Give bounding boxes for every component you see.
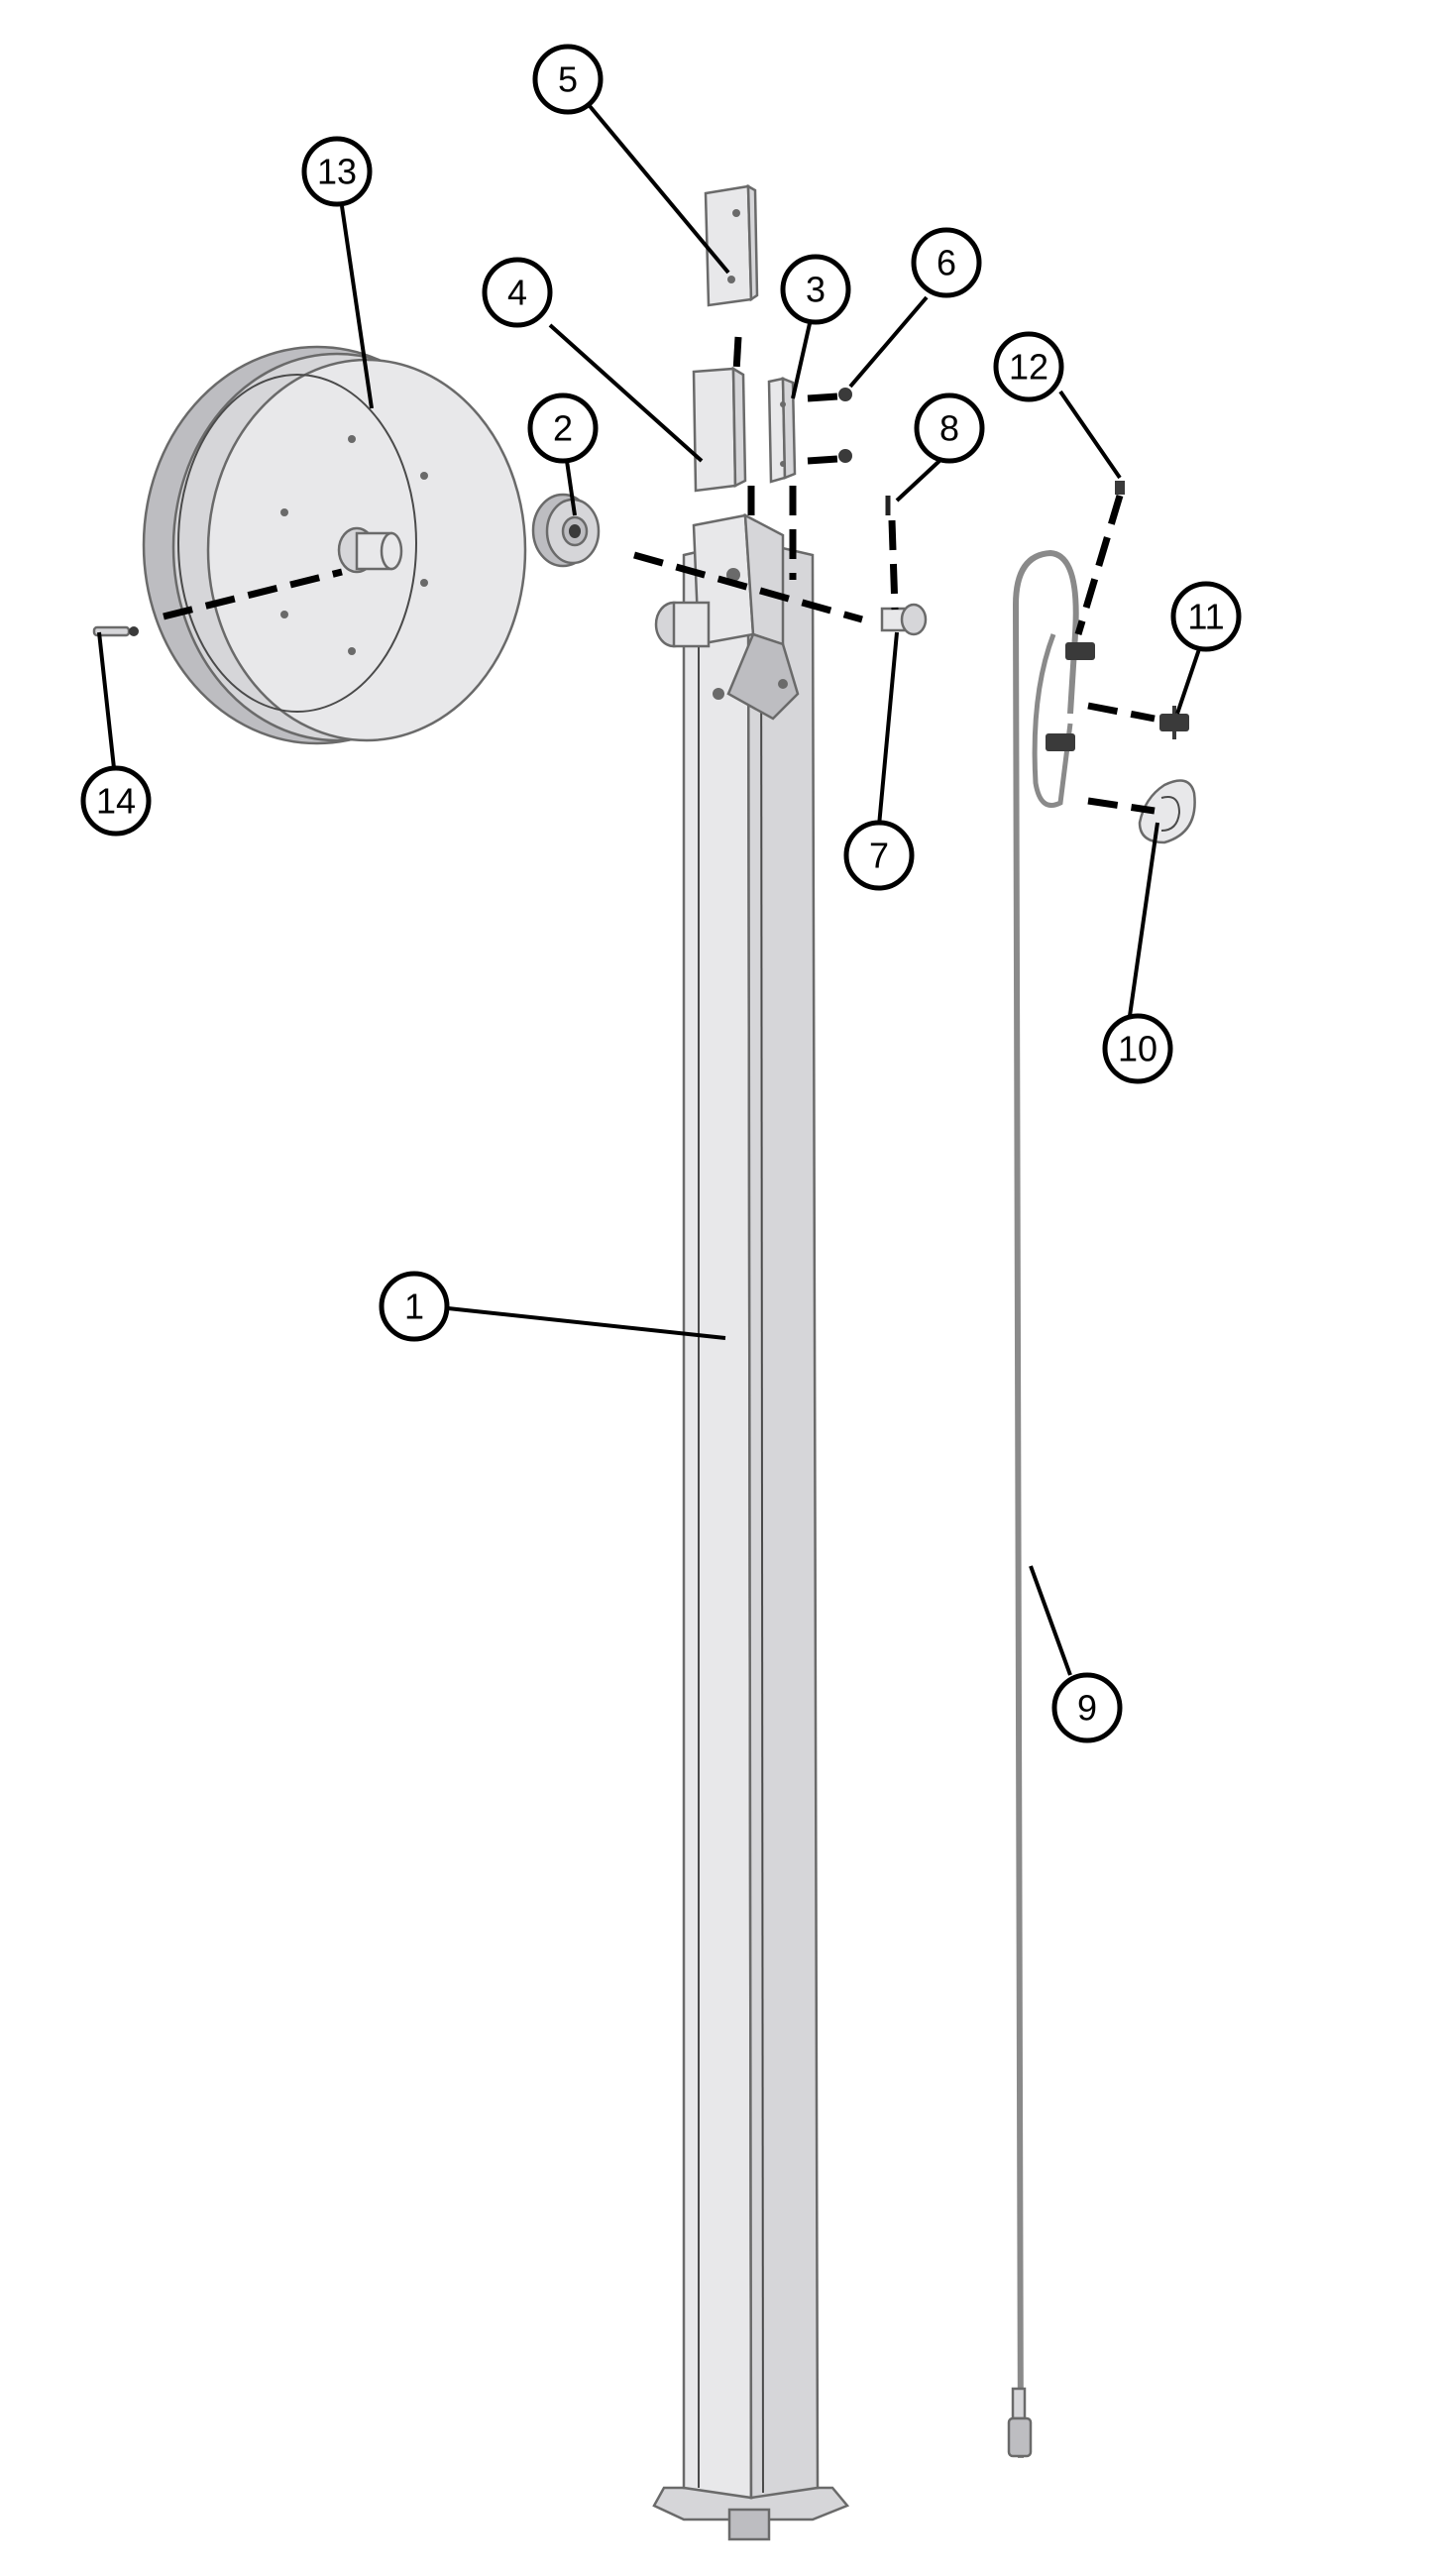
part-plate-5 (704, 183, 759, 307)
part-column (652, 512, 850, 2541)
callout-10: 10 (1102, 1013, 1173, 1084)
callout-label: 9 (1077, 1688, 1097, 1729)
part-pulley-wheel (142, 345, 527, 745)
callout-label: 14 (96, 781, 136, 822)
part-thimble-10 (1138, 779, 1196, 844)
callout-label: 4 (507, 273, 527, 313)
callout-1: 1 (379, 1271, 450, 1342)
callout-3: 3 (780, 254, 851, 325)
part-small-pulley (531, 493, 601, 568)
callout-label: 5 (558, 59, 578, 100)
part-clamps-11 (1046, 642, 1189, 751)
callout-label: 8 (939, 408, 959, 449)
callout-13: 13 (301, 136, 373, 207)
callout-14: 14 (80, 765, 152, 837)
part-pin-7 (880, 603, 928, 636)
leader-lines (97, 104, 1201, 1676)
part-plate-4 (692, 366, 747, 493)
callout-7: 7 (843, 820, 915, 891)
callout-8: 8 (914, 392, 985, 464)
callout-5: 5 (532, 44, 604, 115)
callout-label: 10 (1118, 1029, 1157, 1069)
part-cable-9 (1007, 549, 1079, 2459)
assembly-axes (163, 336, 1156, 815)
callout-9: 9 (1051, 1672, 1123, 1743)
part-plate-3 (767, 377, 797, 484)
callout-2: 2 (527, 392, 599, 464)
callout-label: 12 (1009, 347, 1048, 388)
part-bolt-14 (92, 625, 139, 637)
callout-label: 13 (317, 152, 357, 192)
callout-label: 6 (936, 243, 956, 283)
callout-label: 11 (1187, 597, 1224, 637)
callout-6: 6 (911, 227, 982, 298)
callout-label: 7 (869, 836, 889, 876)
part-connector-12 (1115, 481, 1125, 495)
callout-label: 3 (806, 270, 826, 310)
callout-12: 12 (993, 331, 1064, 402)
callout-label: 2 (553, 408, 573, 449)
callout-11: 11 (1170, 581, 1242, 652)
callout-4: 4 (482, 257, 553, 328)
callout-label: 1 (404, 1287, 424, 1327)
part-screws-6 (838, 388, 852, 463)
